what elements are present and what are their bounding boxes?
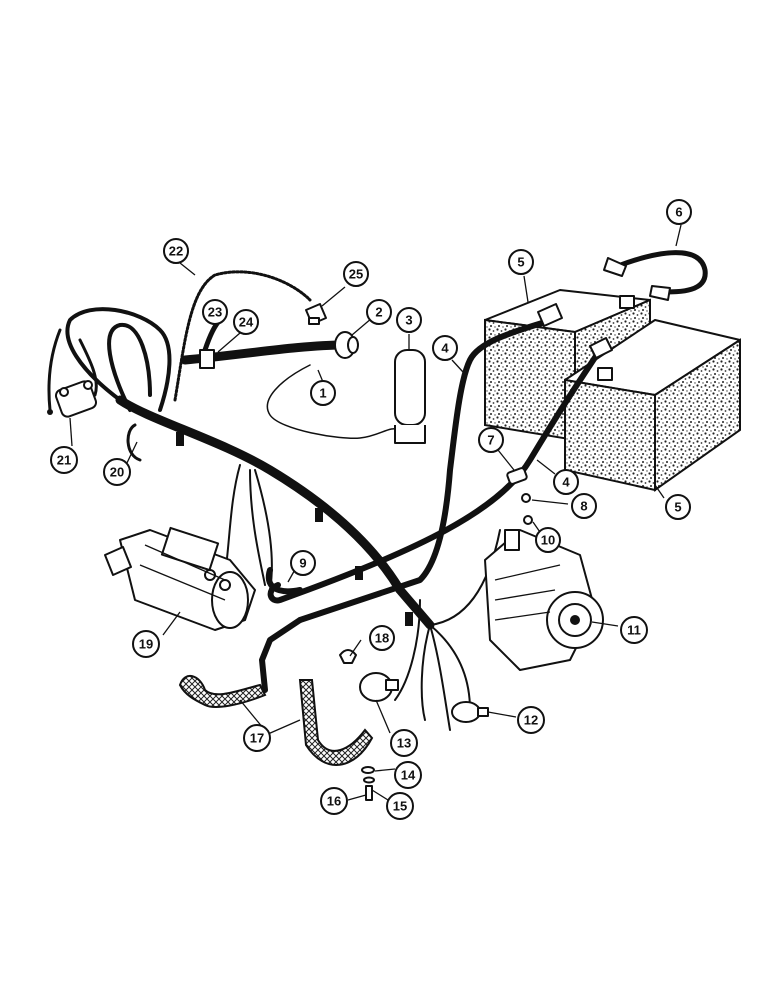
svg-text:13: 13: [397, 736, 411, 751]
ground-straps: [178, 675, 374, 766]
callout-16: 16: [320, 787, 348, 815]
nut-10: [523, 515, 533, 525]
callout-20: 20: [103, 458, 131, 486]
callout-3: 3: [396, 307, 422, 333]
svg-text:1: 1: [319, 386, 326, 401]
svg-text:10: 10: [541, 533, 555, 548]
callout-12: 12: [517, 706, 545, 734]
svg-text:25: 25: [349, 267, 363, 282]
svg-text:3: 3: [405, 313, 412, 328]
svg-text:7: 7: [487, 433, 494, 448]
battery-front: [564, 319, 741, 492]
callout-24: 24: [233, 309, 259, 335]
callout-4b: 4: [553, 469, 579, 495]
nut-8: [521, 493, 531, 503]
svg-text:5: 5: [517, 255, 524, 270]
svg-text:22: 22: [169, 244, 183, 259]
callout-7: 7: [478, 427, 504, 453]
callout-23: 23: [202, 299, 228, 325]
callout-14: 14: [394, 761, 422, 789]
callout-22: 22: [163, 238, 189, 264]
svg-text:9: 9: [299, 556, 306, 571]
svg-text:24: 24: [239, 315, 254, 330]
callout-25: 25: [343, 261, 369, 287]
harness-clip-24: [199, 349, 215, 369]
callout-19: 19: [132, 630, 160, 658]
capacitor: [394, 349, 426, 444]
battery-cables: [259, 303, 613, 693]
callout-1: 1: [310, 380, 336, 406]
callout-4a: 4: [432, 335, 458, 361]
relay-wires: [47, 307, 172, 462]
callout-6: 6: [666, 199, 692, 225]
wiring-harness: [115, 340, 501, 731]
svg-text:8: 8: [580, 499, 587, 514]
svg-text:4: 4: [441, 341, 449, 356]
clip-18: [339, 649, 357, 664]
callout-13: 13: [390, 729, 418, 757]
pressure-switch: [305, 303, 327, 325]
capacitor-lead: [266, 364, 401, 439]
svg-text:20: 20: [110, 465, 124, 480]
svg-text:21: 21: [57, 453, 71, 468]
svg-text:5: 5: [674, 500, 681, 515]
svg-text:18: 18: [375, 631, 389, 646]
svg-text:14: 14: [401, 768, 416, 783]
wire-9: [265, 567, 303, 595]
svg-text:16: 16: [327, 794, 341, 809]
callout-15: 15: [386, 792, 414, 820]
sender-unit: [451, 701, 489, 723]
svg-text:6: 6: [675, 205, 682, 220]
callout-2: 2: [366, 299, 392, 325]
callout-5a: 5: [508, 249, 534, 275]
callout-11: 11: [620, 616, 648, 644]
callout-21: 21: [50, 446, 78, 474]
connector-plug: [334, 331, 359, 359]
hardware: [361, 766, 375, 801]
callout-10: 10: [535, 527, 561, 553]
starter-relay: [54, 380, 98, 418]
callout-9: 9: [290, 550, 316, 576]
callout-17: 17: [243, 724, 271, 752]
callout-18: 18: [369, 625, 395, 651]
sender-13: [359, 672, 399, 702]
svg-text:19: 19: [139, 637, 153, 652]
alternator: [484, 529, 604, 671]
starter-motor: [104, 526, 256, 631]
svg-text:15: 15: [393, 799, 407, 814]
svg-text:2: 2: [375, 305, 382, 320]
braided-wire: [173, 270, 312, 402]
svg-text:23: 23: [208, 305, 222, 320]
svg-text:12: 12: [524, 713, 538, 728]
cable-clip: [506, 467, 528, 485]
callout-8: 8: [571, 493, 597, 519]
svg-text:11: 11: [627, 623, 641, 638]
svg-text:17: 17: [250, 731, 264, 746]
svg-text:4: 4: [562, 475, 570, 490]
battery-jumper-cable: [603, 250, 708, 301]
callout-5b: 5: [665, 494, 691, 520]
